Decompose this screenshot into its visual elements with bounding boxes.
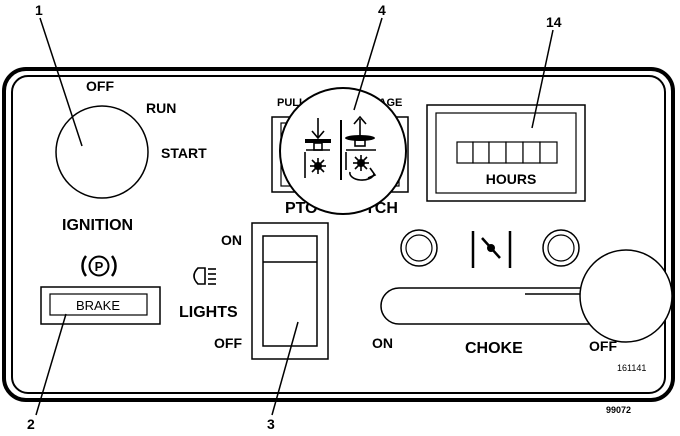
pto-engage-icon <box>345 115 377 181</box>
choke-off-label: OFF <box>589 338 617 354</box>
brake-indicator-window <box>49 293 148 316</box>
left-indicator-lamp <box>400 229 438 267</box>
ignition-title: IGNITION <box>62 217 133 234</box>
throttle-icon <box>471 231 512 268</box>
lights-off-label: OFF <box>214 335 242 351</box>
figure-code: 99072 <box>606 405 631 415</box>
callout-3-leader <box>271 321 299 416</box>
callout-14: 14 <box>546 14 562 30</box>
hour-meter-digit <box>456 141 474 164</box>
callout-4: 4 <box>378 2 386 18</box>
panel-code: 161141 <box>617 363 646 373</box>
choke-knob[interactable] <box>579 249 673 343</box>
hour-meter-label: HOURS <box>486 171 537 187</box>
brake-label: BRAKE <box>76 298 120 313</box>
callout-3: 3 <box>267 416 275 432</box>
parking-brake-symbol: P <box>95 259 104 274</box>
pto-magnifier-circle <box>279 87 407 215</box>
callout-14-leader <box>531 29 554 129</box>
callout-1-leader <box>39 17 83 147</box>
callout-2: 2 <box>27 416 35 432</box>
pto-disengage-icon <box>304 118 331 178</box>
lights-rocker-switch[interactable] <box>262 235 318 347</box>
hour-meter-digit <box>522 141 541 164</box>
hour-meter-digit <box>505 141 524 164</box>
callout-4-leader <box>353 17 383 111</box>
callout-2-leader <box>35 313 67 416</box>
choke-slot <box>380 287 601 325</box>
ignition-start-label: START <box>161 145 207 161</box>
lights-title: LIGHTS <box>179 304 238 321</box>
panel-outer-border <box>2 67 675 402</box>
lights-on-label: ON <box>221 232 242 248</box>
headlight-icon <box>193 267 216 285</box>
hour-meter-digits <box>456 141 558 164</box>
ignition-run-label: RUN <box>146 100 176 116</box>
choke-on-label: ON <box>372 335 393 351</box>
panel-inner-border <box>11 75 666 394</box>
parking-brake-icon <box>81 255 117 277</box>
ignition-key-icon <box>55 105 149 199</box>
hour-meter-digit <box>539 141 558 164</box>
choke-title: CHOKE <box>465 340 523 357</box>
ignition-off-label: OFF <box>86 78 114 94</box>
hour-meter-digit <box>488 141 507 164</box>
hour-meter-digit <box>472 141 490 164</box>
right-indicator-lamp <box>542 229 580 267</box>
callout-1: 1 <box>35 2 43 18</box>
